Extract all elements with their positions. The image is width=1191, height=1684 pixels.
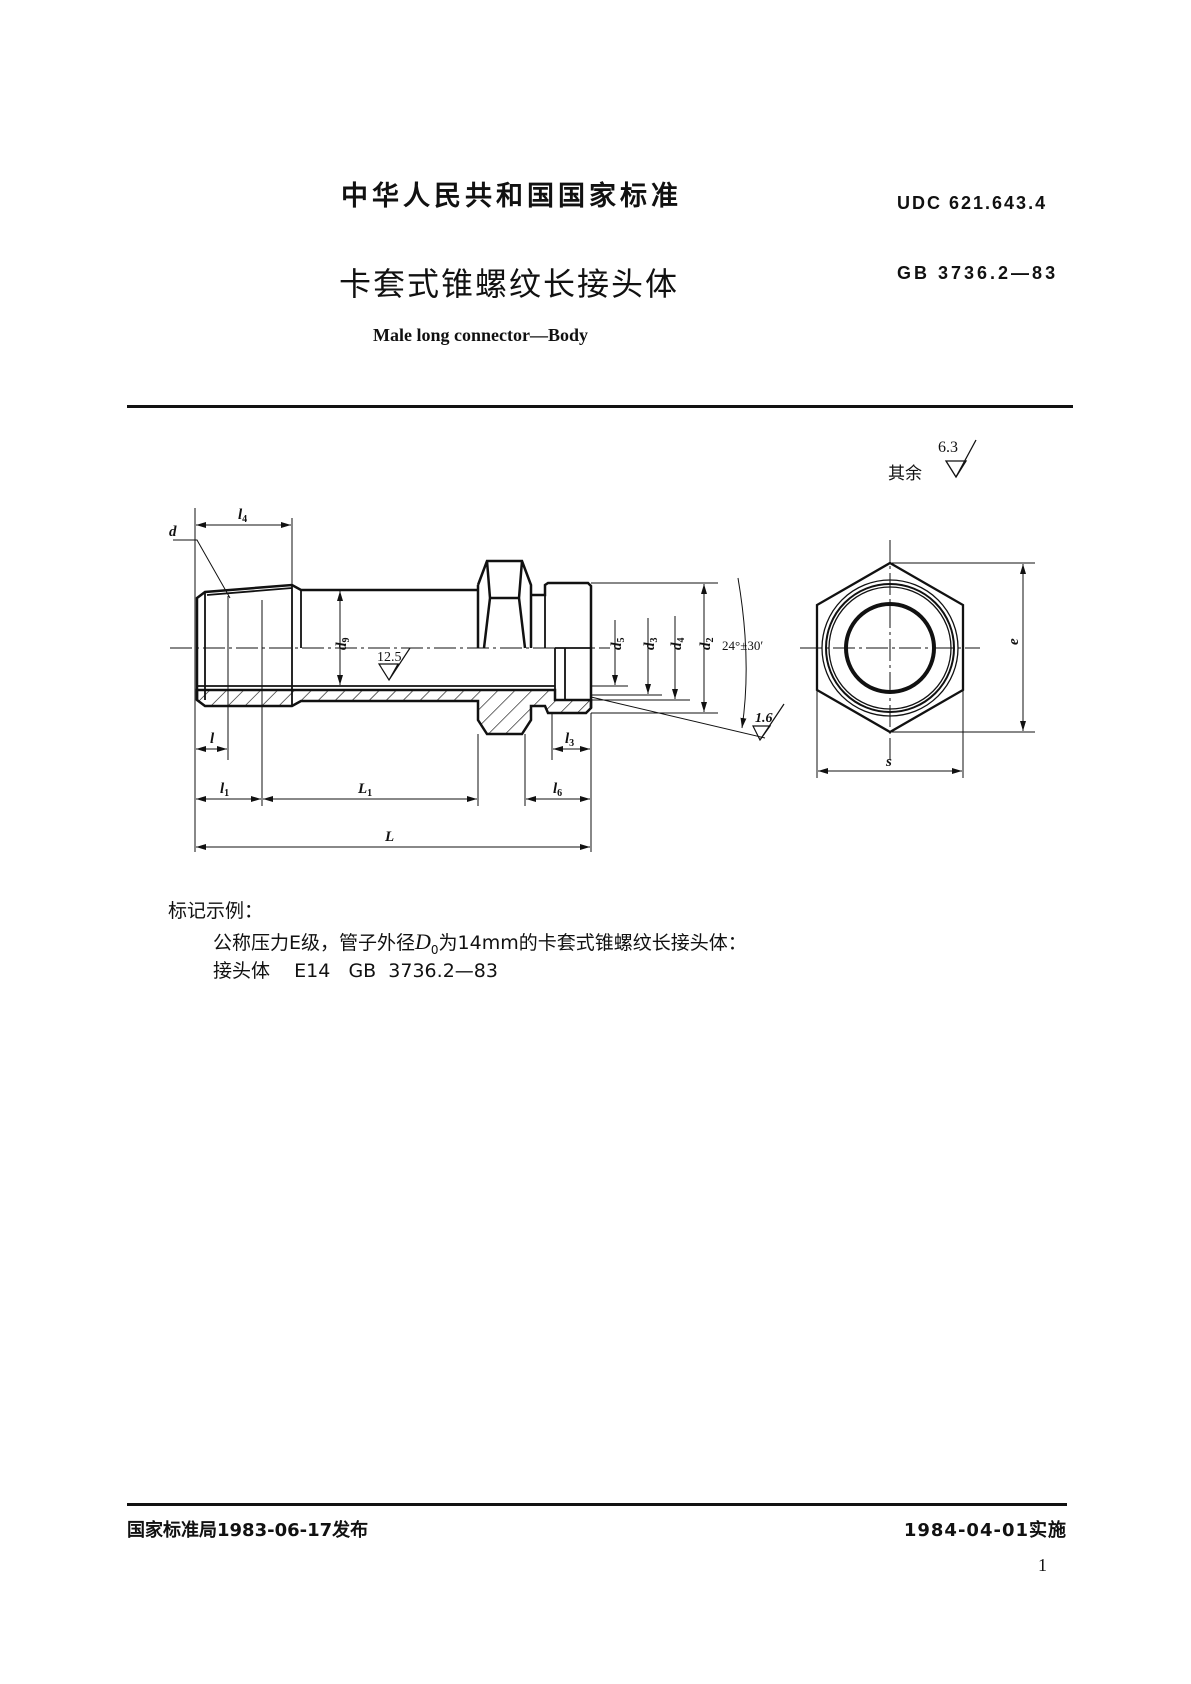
roughness-bore-icon (377, 647, 411, 682)
label-e: e (1006, 638, 1022, 645)
label-d3: d3 (642, 638, 660, 651)
page-title: 卡套式锥螺纹长接头体 (339, 265, 680, 303)
label-s: s (885, 754, 892, 770)
label-d4: d4 (669, 638, 687, 651)
connector-end-view (800, 540, 1035, 778)
standard-number: GB 3736.2—83 (897, 263, 1059, 283)
marking-desc-part2: 为14mm的卡套式锥螺纹长接头体： (438, 932, 747, 954)
cone-angle-label: 24°±30′ (722, 638, 763, 653)
roughness-cone-icon (752, 703, 785, 742)
effective-date: 1984-04-01实施 (903, 1520, 1067, 1541)
connector-side-view (170, 508, 785, 852)
roughness-symbol-icon (944, 439, 977, 479)
roughness-bore-value: 12.5 (377, 650, 402, 665)
label-l3: l3 (565, 731, 574, 749)
label-d2: d2 (698, 638, 716, 651)
marking-example: 接头体 E14 GB 3736.2—83 (213, 960, 498, 982)
roughness-other-label: 其余 (888, 464, 922, 484)
hex-nut-side (476, 559, 533, 649)
roughness-cone-value: 1.6 (755, 711, 773, 726)
page-number: 1 (1038, 1555, 1047, 1575)
label-L: L (384, 829, 394, 845)
english-title: Male long connector—Body (373, 325, 588, 345)
footer-rule (127, 1503, 1067, 1506)
udc-number: UDC 621.643.4 (897, 193, 1048, 213)
marking-description: 公称压力E级，管子外径D0为14mm的卡套式锥螺纹长接头体： (213, 928, 747, 957)
marking-desc-part1: 公称压力E级，管子外径 (213, 932, 416, 954)
tube-diameter-symbol: D (415, 929, 431, 954)
label-d9: d9 (334, 638, 352, 651)
label-l1: l1 (220, 781, 229, 799)
label-L1: L1 (357, 781, 372, 799)
label-d: d (169, 524, 177, 540)
national-standard-heading: 中华人民共和国国家标准 (341, 181, 682, 212)
marking-heading: 标记示例： (168, 900, 264, 922)
roughness-other-value: 6.3 (938, 439, 958, 456)
label-l: l (210, 731, 215, 747)
label-l6: l6 (553, 781, 562, 799)
tube-diameter-subscript: 0 (430, 942, 439, 957)
label-l4: l4 (238, 507, 247, 525)
issued-date: 国家标准局1983-06-17发布 (127, 1520, 369, 1541)
header-rule (127, 405, 1073, 408)
label-d5: d5 (609, 638, 627, 651)
body-section-hatch (195, 688, 593, 736)
